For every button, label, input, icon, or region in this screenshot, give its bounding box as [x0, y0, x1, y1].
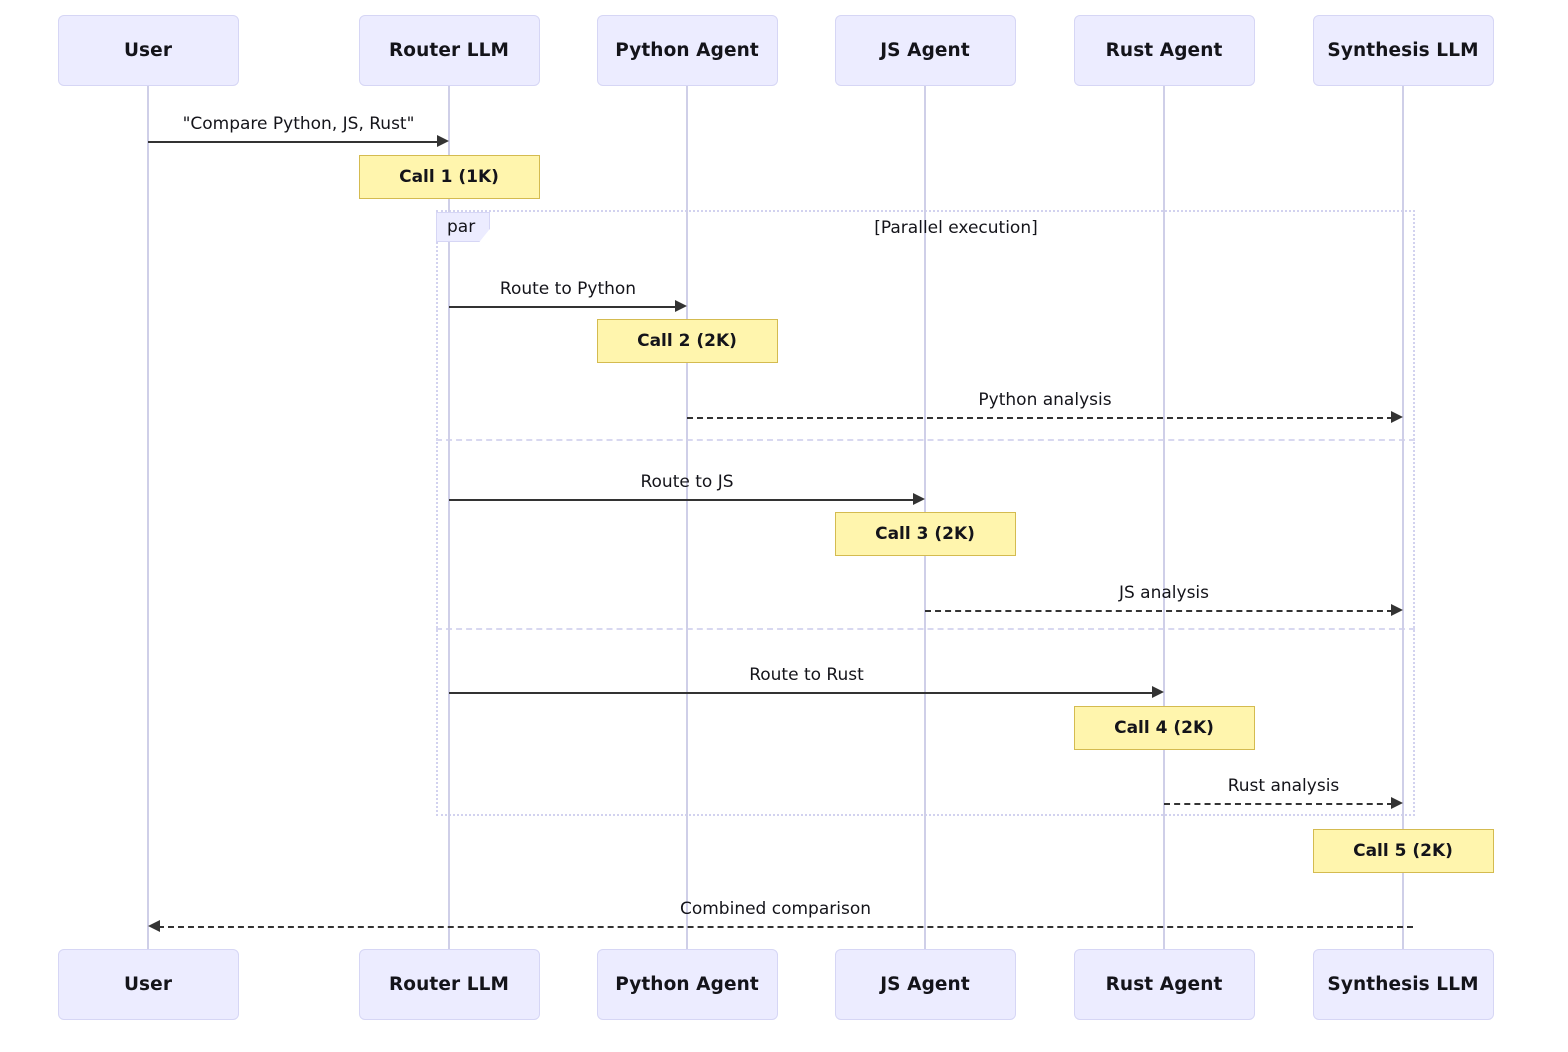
message-arrowhead-m8 [148, 920, 160, 932]
message-line-m8 [158, 926, 1413, 928]
lifeline-router [448, 86, 450, 949]
participant-label-python: Python Agent [615, 40, 759, 61]
participant-box-user-top[interactable]: User [57, 15, 239, 86]
participant-label-js: JS Agent [880, 40, 970, 61]
message-arrowhead-m7 [1391, 797, 1403, 809]
note-text-n4: Call 4 (2K) [1114, 718, 1214, 738]
participant-label-python: Python Agent [615, 974, 759, 995]
lifeline-python [686, 86, 688, 949]
note-n2: Call 2 (2K) [596, 319, 778, 363]
message-line-m5 [925, 610, 1393, 612]
participant-label-synthesis: Synthesis LLM [1327, 974, 1479, 995]
message-arrowhead-m5 [1391, 604, 1403, 616]
note-text-n1: Call 1 (1K) [399, 167, 499, 187]
participant-label-js: JS Agent [880, 974, 970, 995]
note-text-n3: Call 3 (2K) [875, 524, 975, 544]
participant-box-synthesis-bottom[interactable]: Synthesis LLM [1312, 949, 1494, 1020]
participant-label-user: User [123, 974, 173, 995]
message-arrowhead-m6 [1152, 686, 1164, 698]
participant-box-synthesis-top[interactable]: Synthesis LLM [1312, 15, 1494, 86]
note-n4: Call 4 (2K) [1073, 706, 1255, 750]
message-arrowhead-m2 [675, 300, 687, 312]
lifeline-synthesis [1402, 86, 1404, 949]
lifeline-user [147, 86, 149, 949]
note-text-n2: Call 2 (2K) [637, 331, 737, 351]
message-label-m6: Route to Rust [749, 665, 864, 685]
message-label-m1: "Compare Python, JS, Rust" [182, 114, 415, 134]
participant-label-synthesis: Synthesis LLM [1327, 40, 1479, 61]
message-label-m7: Rust analysis [1227, 776, 1340, 796]
participant-label-user: User [123, 40, 173, 61]
message-line-m7 [1164, 803, 1393, 805]
lifeline-rust [1163, 86, 1165, 949]
message-label-m5: JS analysis [1118, 583, 1210, 603]
note-n5: Call 5 (2K) [1312, 829, 1494, 873]
participant-box-rust-top[interactable]: Rust Agent [1073, 15, 1255, 86]
message-arrowhead-m3 [1391, 411, 1403, 423]
participant-box-rust-bottom[interactable]: Rust Agent [1073, 949, 1255, 1020]
note-text-n5: Call 5 (2K) [1353, 841, 1453, 861]
participant-label-rust: Rust Agent [1105, 974, 1223, 995]
par-fragment-condition: [Parallel execution] [874, 218, 1038, 238]
participant-label-router: Router LLM [388, 974, 510, 995]
participant-box-router-bottom[interactable]: Router LLM [358, 949, 540, 1020]
participant-label-router: Router LLM [388, 40, 510, 61]
participant-box-python-top[interactable]: Python Agent [596, 15, 778, 86]
message-arrowhead-m1 [437, 135, 449, 147]
message-label-m4: Route to JS [640, 472, 734, 492]
participant-box-js-top[interactable]: JS Agent [834, 15, 1016, 86]
note-n1: Call 1 (1K) [358, 155, 540, 199]
participant-box-router-top[interactable]: Router LLM [358, 15, 540, 86]
participant-box-python-bottom[interactable]: Python Agent [596, 949, 778, 1020]
message-line-m6 [449, 692, 1154, 694]
note-n3: Call 3 (2K) [834, 512, 1016, 556]
message-arrowhead-m4 [913, 493, 925, 505]
par-fragment-tab: par [436, 212, 491, 242]
message-line-m2 [449, 306, 677, 308]
participant-label-rust: Rust Agent [1105, 40, 1223, 61]
message-line-m1 [148, 141, 439, 143]
message-line-m4 [449, 499, 915, 501]
message-label-m2: Route to Python [499, 279, 637, 299]
participant-box-js-bottom[interactable]: JS Agent [834, 949, 1016, 1020]
message-label-m3: Python analysis [978, 390, 1112, 410]
participant-box-user-bottom[interactable]: User [57, 949, 239, 1020]
par-fragment-keyword: par [447, 217, 476, 237]
message-line-m3 [687, 417, 1393, 419]
message-label-m8: Combined comparison [679, 899, 872, 919]
